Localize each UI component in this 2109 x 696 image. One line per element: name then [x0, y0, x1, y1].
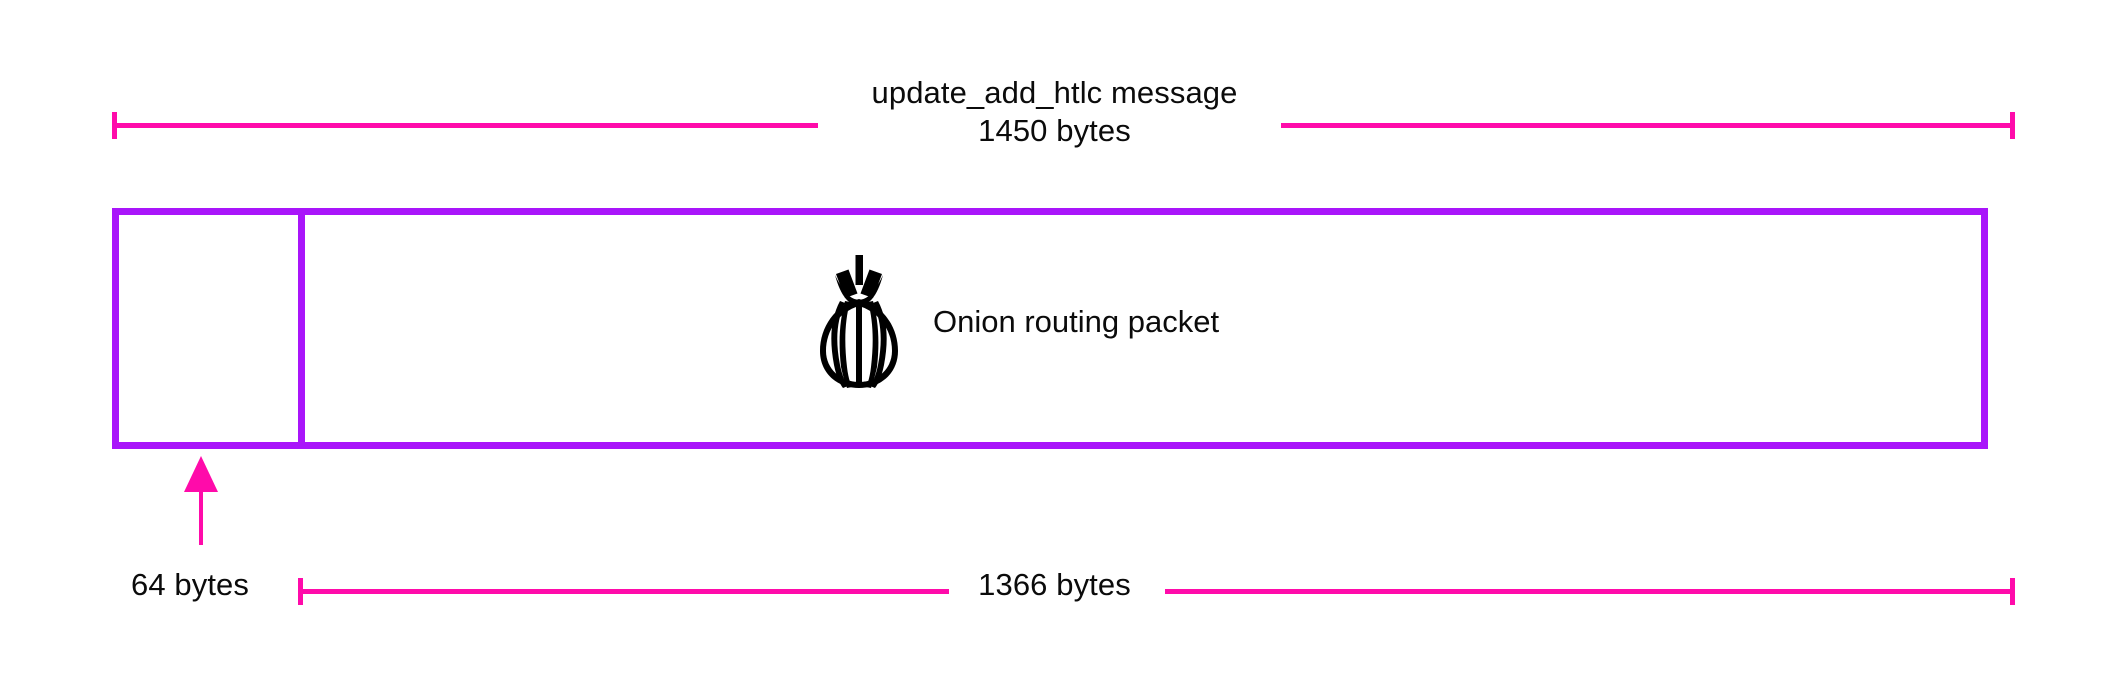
packet-box: [112, 208, 1988, 449]
packet-field-divider: [298, 208, 305, 449]
payload-size-label: 1366 bytes: [978, 567, 1131, 602]
top-dimension-right-cap: [2010, 112, 2015, 139]
top-dimension-line-right: [1281, 123, 2015, 128]
bottom-dimension-right-cap: [2010, 578, 2015, 605]
bottom-dimension-line-right: [1165, 589, 2015, 594]
top-dimension-label: update_add_htlc message 1450 bytes: [0, 74, 2109, 150]
onion-routing-packet-group: Onion routing packet: [815, 232, 1295, 412]
up-arrow-shaft: [199, 490, 203, 545]
signature-size-label: 64 bytes: [131, 567, 249, 602]
message-size-text: 1450 bytes: [978, 113, 1131, 148]
up-arrow-icon: [184, 456, 218, 492]
onion-icon: [820, 254, 898, 388]
top-dimension-line-left: [112, 123, 818, 128]
bottom-dimension-line-left: [298, 589, 949, 594]
onion-routing-packet-label: Onion routing packet: [933, 304, 1220, 339]
message-name-text: update_add_htlc message: [871, 75, 1238, 110]
